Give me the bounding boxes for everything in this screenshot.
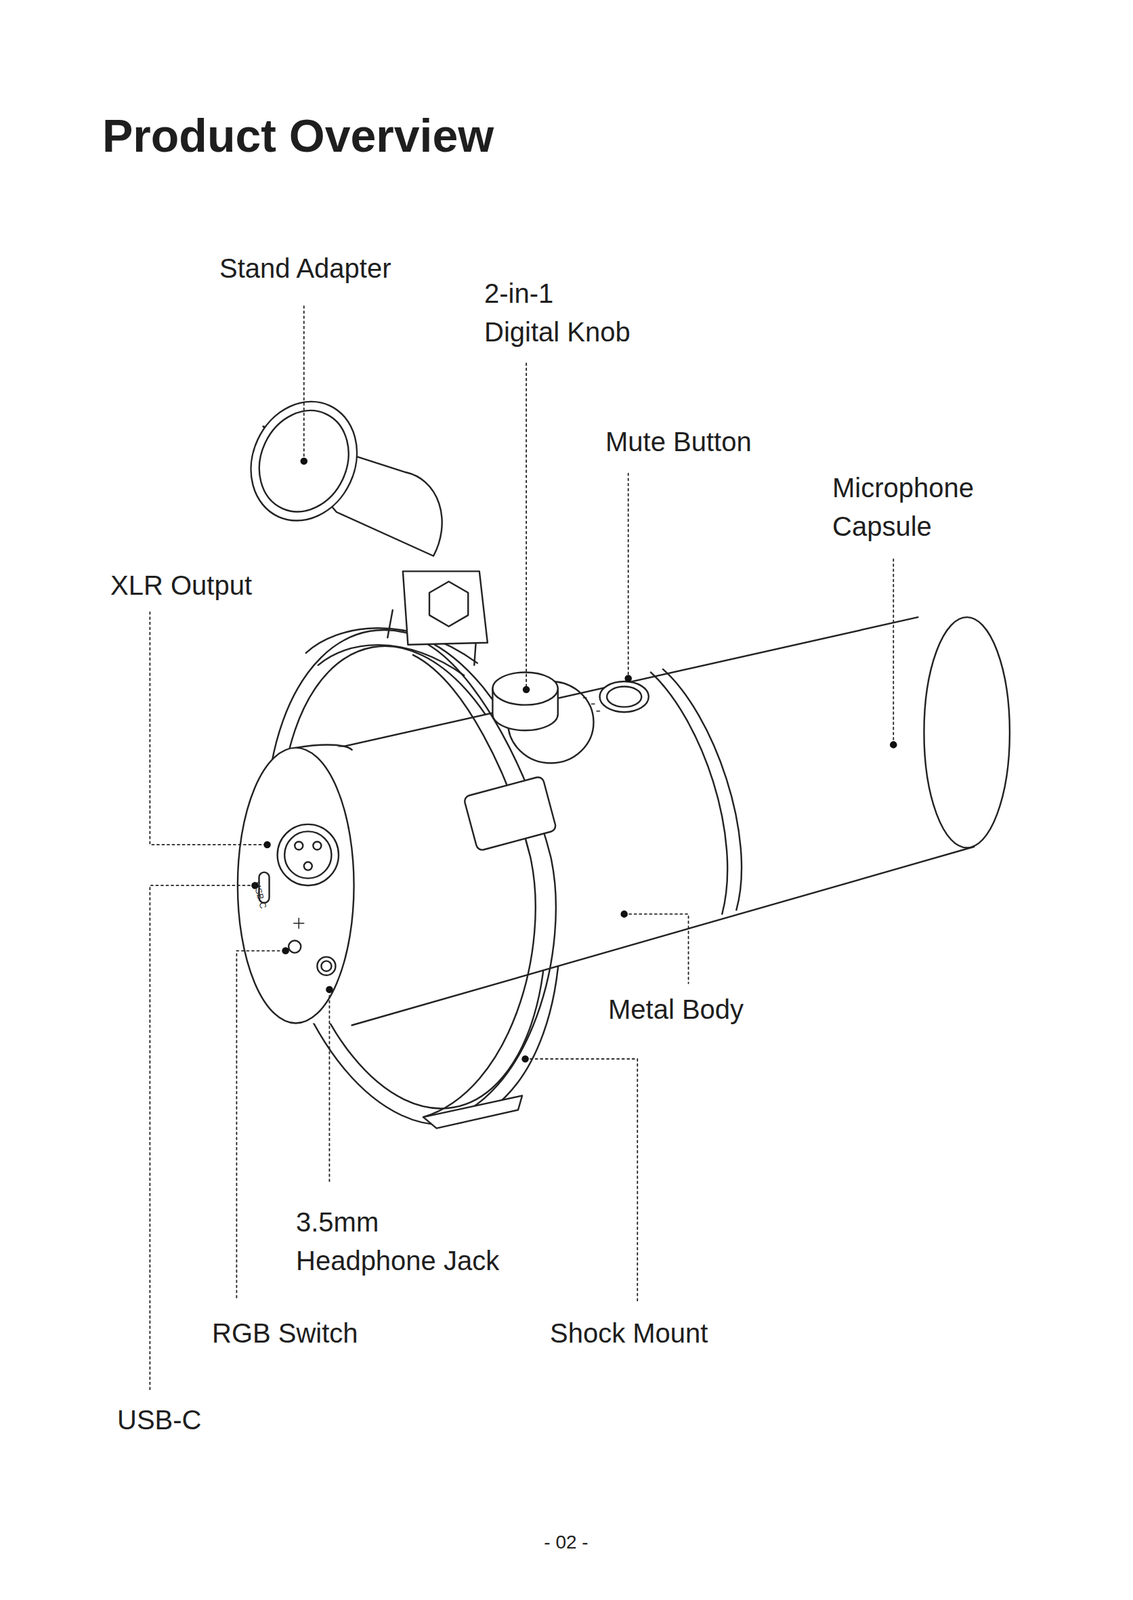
part-label: Stand Adapter [219, 251, 392, 285]
capsule-band [663, 669, 742, 910]
part-label: Metal Body [608, 992, 744, 1026]
headphone-jack-inner [321, 960, 332, 972]
leader-line [892, 558, 894, 745]
nut-block [402, 570, 488, 645]
part-label: 2-in-1 Digital Knob [484, 274, 634, 352]
leader-line [525, 362, 527, 690]
leader-line [329, 989, 331, 1182]
part-label: 3.5mm Headphone Jack [295, 1202, 513, 1280]
leader-lines [149, 306, 894, 1389]
xlr-pin [294, 841, 303, 850]
headphone-jack [316, 956, 336, 976]
part-label: Shock Mount [549, 1316, 708, 1350]
leader-dot [300, 457, 309, 465]
leader-line [525, 1058, 638, 1301]
yoke [318, 644, 464, 676]
leader-dot [281, 946, 290, 955]
leader-line [624, 913, 689, 983]
leader-line [627, 473, 630, 679]
xlr-socket-inner [284, 830, 332, 878]
body-edge [306, 616, 919, 755]
leader-line [303, 306, 305, 462]
hex-nut [429, 581, 468, 626]
leader-dot [522, 686, 531, 694]
rear-face [237, 747, 355, 1024]
leader-dot [263, 841, 271, 849]
rgb-switch [288, 940, 301, 953]
stand-adapter-face [231, 383, 376, 538]
leader-dot [521, 1055, 529, 1063]
page-number: - 02 - [543, 1530, 588, 1554]
part-label: USB-C [117, 1403, 202, 1436]
capsule-end [923, 616, 1010, 848]
strap-clip [463, 775, 557, 851]
part-label: Mute Button [605, 425, 752, 458]
body-edge [352, 846, 975, 1026]
mute-button [600, 681, 649, 712]
leader-line [149, 612, 267, 845]
leader-dot [889, 740, 898, 749]
part-label: XLR Output [110, 568, 252, 602]
part-label: Microphone Capsule [832, 468, 1009, 546]
leader-dot [325, 986, 334, 994]
page-title: Product Overview [102, 108, 494, 164]
digital-knob [492, 671, 558, 705]
rgb-icon [293, 917, 305, 928]
metal-body-fill [306, 616, 974, 1025]
xlr-pin [312, 841, 322, 850]
leader-dots [251, 457, 897, 1062]
shock-mount-foot [423, 1095, 523, 1128]
leader-dot [620, 910, 628, 918]
leader-dot [624, 674, 632, 682]
xlr-pin [304, 862, 313, 871]
knob-marks [583, 697, 600, 712]
leader-line [236, 950, 286, 1298]
leader-line [149, 885, 255, 1389]
mute-button-inner [606, 686, 642, 708]
part-label: RGB Switch [211, 1316, 359, 1350]
capsule-band [650, 671, 728, 914]
xlr-socket [277, 824, 339, 886]
